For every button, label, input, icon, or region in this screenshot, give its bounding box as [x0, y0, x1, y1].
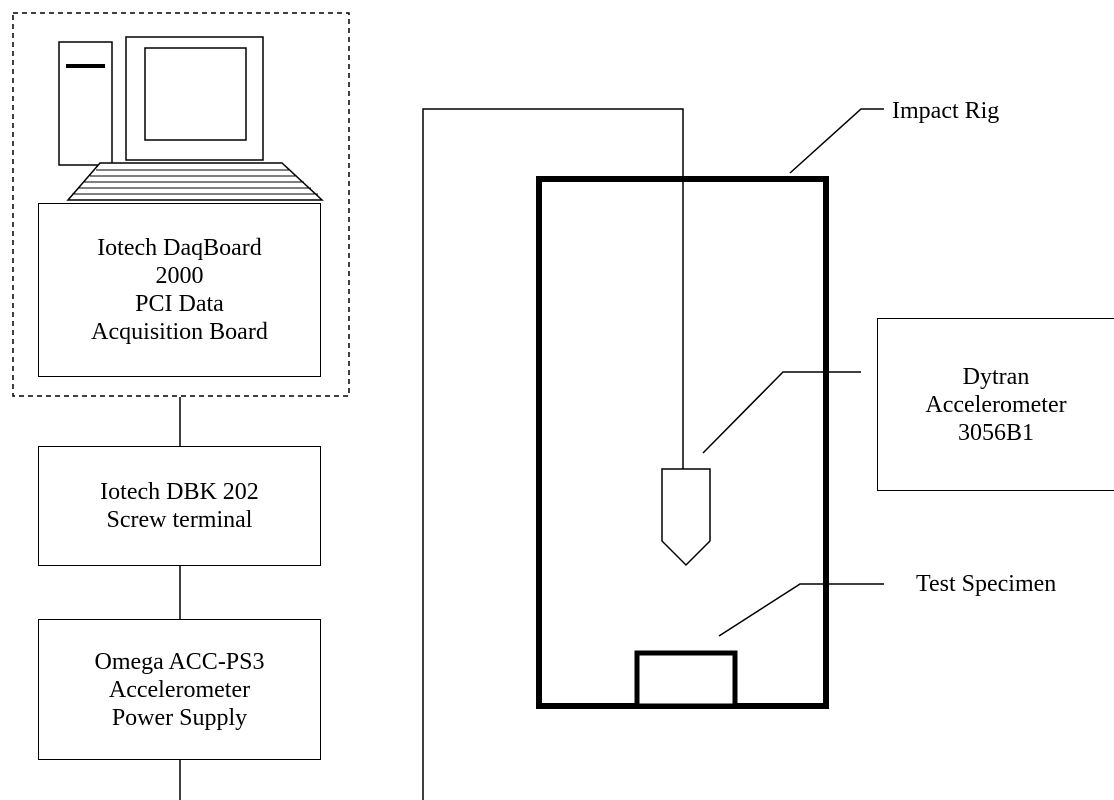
computer-tower [58, 41, 113, 166]
power-supply-box: Omega ACC-PS3 Accelerometer Power Supply [38, 619, 321, 760]
accelerometer-line-1: Dytran [962, 363, 1030, 390]
test-specimen-leader-line [718, 583, 884, 637]
accelerometer-leader-line [702, 371, 861, 454]
computer-enclosure-dashed-border [12, 12, 350, 397]
daq-board-line-4: Acquisition Board [91, 319, 268, 345]
accelerometer-impactor [661, 468, 711, 567]
daq-board-line-1: Iotech DaqBoard [97, 235, 262, 261]
power-supply-line-2: Accelerometer [108, 676, 251, 703]
power-supply-line-3: Power Supply [111, 704, 248, 731]
accelerometer-line-3: 3056B1 [957, 419, 1034, 446]
daq-board-line-3: PCI Data [135, 291, 224, 317]
accelerometer-cable [422, 108, 684, 800]
power-supply-line-1: Omega ACC-PS3 [94, 648, 265, 675]
screw-terminal-line-2: Screw terminal [106, 507, 253, 533]
computer-monitor-screen [144, 47, 247, 141]
screw-terminal-box: Iotech DBK 202 Screw terminal [38, 446, 321, 566]
test-specimen-label: Test Specimen [916, 571, 1057, 597]
daq-board-line-2: 2000 [155, 263, 204, 289]
accelerometer-line-2: Accelerometer [925, 391, 1067, 418]
computer-keyboard-keys [72, 169, 318, 195]
computer-icon [58, 36, 324, 201]
impact-rig-leader-line [789, 108, 884, 174]
impact-rig-label: Impact Rig [892, 98, 1000, 124]
accelerometer-box: Dytran Accelerometer 3056B1 [877, 318, 1114, 491]
test-specimen [634, 650, 738, 709]
daq-board-box: Iotech DaqBoard 2000 PCI Data Acquisitio… [38, 203, 321, 377]
screw-terminal-line-1: Iotech DBK 202 [100, 479, 259, 505]
